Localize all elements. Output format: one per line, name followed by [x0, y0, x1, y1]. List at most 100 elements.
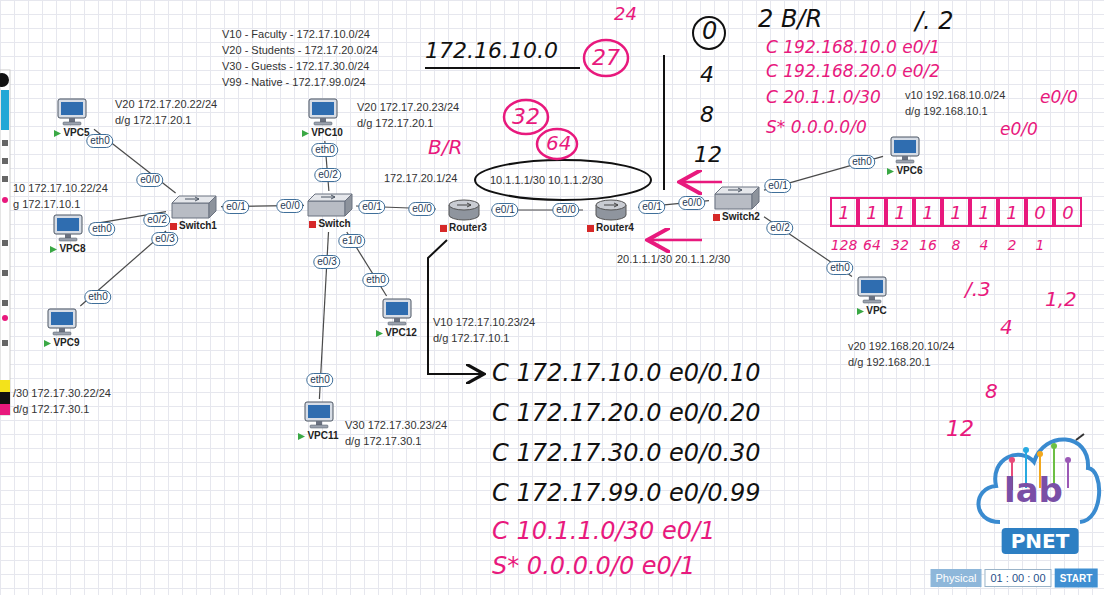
ip-note: 20.1.1.1/30 20.1.1.2/30 [617, 252, 730, 266]
interface-tag: e0/0 [678, 196, 705, 210]
interface-tag: e0/1 [764, 179, 791, 193]
device-name: VPC9 [53, 337, 79, 348]
pc-icon [380, 298, 414, 326]
interface-tag: eth0 [311, 143, 338, 157]
device-name: Switch1 [179, 220, 217, 231]
stop-marker [587, 225, 594, 232]
pc-icon [888, 136, 922, 164]
pink-handwritten-note: 27 [592, 45, 620, 70]
run-marker [54, 130, 61, 137]
switch-icon [307, 193, 353, 217]
logo-badge: PNET [1002, 528, 1079, 554]
logo-word: lab [1004, 470, 1063, 510]
run-marker [302, 130, 309, 137]
pnet-logo [978, 434, 1099, 522]
switch-node: Switch2 [711, 186, 762, 223]
bit-cell: 1 [858, 197, 886, 227]
device-name: VPC12 [385, 327, 417, 338]
interface-tag: e1/0 [338, 234, 365, 248]
interface-tag: e0/2 [766, 221, 793, 235]
bit-cell: 1 [942, 197, 970, 227]
pink-handwritten-note: C 10.1.1.0/30 e0/1 [492, 518, 715, 546]
device-name: VPC [866, 305, 887, 316]
interface-tag: eth0 [84, 290, 111, 304]
bit-weight: 4 [980, 237, 989, 253]
left-toolbar [0, 70, 10, 415]
bit-cell: 1 [914, 197, 942, 227]
interface-tag: e0/3 [151, 232, 178, 246]
interface-tag: eth0 [826, 261, 853, 275]
ip-note: V20 172.17.20.22/24 [115, 97, 217, 111]
router-icon [594, 199, 628, 221]
device-name: VPC6 [896, 165, 922, 176]
pink-handwritten-note: 8 [985, 380, 998, 403]
bit-weight: 64 [863, 237, 881, 253]
device-name: Switch [318, 218, 350, 229]
pc-icon [55, 98, 89, 126]
stop-marker [170, 223, 177, 230]
pc-node: VPC11 [296, 401, 341, 442]
ip-note: d/g 172.17.30.1 [345, 434, 421, 448]
black-handwritten-note: 0 [702, 18, 717, 46]
black-handwritten-note: C 172.17.99.0 e0/0.99 [492, 480, 761, 508]
switch-node: Switch1 [168, 195, 219, 232]
bit-cell: 1 [830, 197, 858, 227]
timer-field: 01 : 00 : 00 [984, 569, 1051, 587]
pink-handwritten-note: /.3 [965, 278, 991, 301]
run-marker [376, 330, 383, 337]
bit-cell: 1 [886, 197, 914, 227]
pc-node: VPC9 [42, 308, 82, 349]
ip-note: d/g 172.17.30.1 [13, 402, 89, 416]
switch-node: Switch [306, 193, 354, 230]
device-name: Switch2 [722, 211, 760, 222]
pink-handwritten-note: C 20.1.1.0/30 [766, 88, 881, 108]
ip-note: d/g 192.168.20.1 [848, 355, 931, 369]
bit-weight: 16 [919, 237, 937, 253]
black-handwritten-note: 4 [700, 62, 714, 87]
bit-weight: 8 [952, 237, 961, 253]
interface-tag: eth0 [88, 222, 115, 236]
black-handwritten-note: /. 2 [915, 8, 954, 36]
device-name: VPC8 [59, 243, 85, 254]
run-marker [298, 433, 305, 440]
bit-cell: 1 [998, 197, 1026, 227]
interface-tag: e0/1 [638, 200, 665, 214]
pink-handwritten-note: S* 0.0.0.0/0 [766, 118, 867, 138]
interface-tag: e0/0 [276, 199, 303, 213]
bit-weight: 1 [1036, 237, 1045, 253]
pink-handwritten-note: e0/0 [1000, 120, 1038, 140]
pc-icon [306, 98, 340, 126]
ip-note: 172.17.20.1/24 [384, 171, 457, 185]
start-button: START [1055, 569, 1098, 588]
pink-handwritten-note: 12 [946, 416, 974, 441]
pink-handwritten-note: 1,2 [1045, 288, 1077, 311]
ip-note: V10 172.17.10.23/24 [433, 315, 535, 329]
bit-cell: 1 [970, 197, 998, 227]
bit-weight: 32 [891, 237, 909, 253]
interface-tag: eth0 [86, 134, 113, 148]
interface-tag: e0/3 [313, 255, 340, 269]
ip-note: 10.1.1.1/30 10.1.1.2/30 [490, 173, 603, 187]
ip-note: /30 172.17.30.22/24 [13, 386, 111, 400]
black-handwriting-strokes [425, 17, 725, 374]
run-marker [857, 308, 864, 315]
interface-tag: e0/0 [408, 202, 435, 216]
pink-handwritten-note: 64 [546, 132, 571, 155]
pc-node: VPC6 [885, 136, 925, 177]
black-handwritten-note: 172.16.10.0 [425, 38, 558, 63]
pc-node: VPC10 [300, 98, 345, 139]
interface-tag: e0/2 [143, 213, 170, 227]
black-handwritten-note: C 172.17.10.0 e0/0.10 [492, 360, 761, 388]
bit-weight: 2 [1008, 237, 1017, 253]
stop-marker [440, 225, 447, 232]
pink-handwritten-note: C 192.168.10.0 e0/1 [766, 38, 940, 58]
black-handwritten-note: 2 B/R [758, 6, 822, 34]
pink-handwritten-note: e0/0 [1040, 88, 1078, 108]
stop-marker [713, 214, 720, 221]
switch-icon [171, 195, 217, 219]
device-name: VPC10 [311, 127, 343, 138]
ip-note: V10 - Faculty - 172.17.10.0/24 [222, 27, 370, 41]
pc-icon [855, 276, 889, 304]
ip-note: d/g 172.17.20.1 [357, 116, 433, 130]
ip-note: v10 192.168.10.0/24 [905, 88, 1005, 102]
